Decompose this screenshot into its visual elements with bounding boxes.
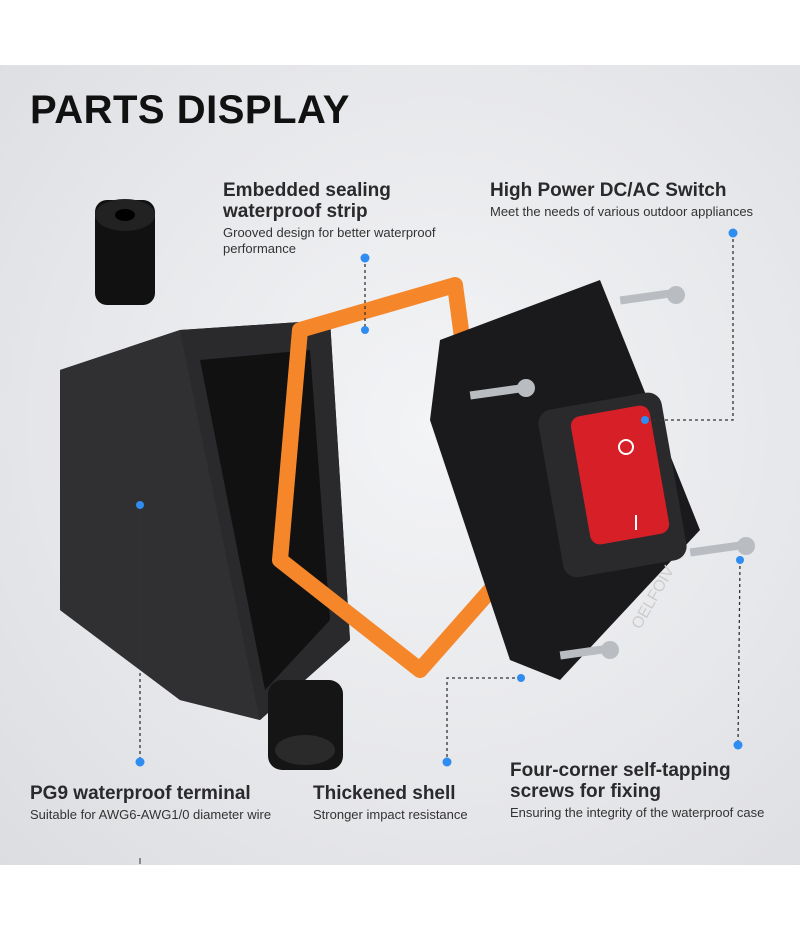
callout-thickened-shell: Thickened shell Stronger impact resistan…: [313, 783, 503, 823]
callout-screws: Four-corner self-tapping screws for fixi…: [510, 760, 795, 821]
callout-desc: Meet the needs of various outdoor applia…: [490, 204, 754, 219]
callout-desc: Stronger impact resistance: [313, 807, 468, 822]
callout-dots: [135, 228, 744, 767]
callout-pg9-terminal: PG9 waterproof terminal Suitable for AWG…: [30, 783, 310, 823]
callout-switch: High Power DC/AC Switch Meet the needs o…: [490, 180, 790, 220]
callout-heading: Embedded sealing waterproof strip: [223, 180, 391, 222]
callout-heading: PG9 waterproof terminal: [30, 783, 251, 804]
callout-desc: Grooved design for better waterproof per…: [223, 225, 436, 256]
callout-desc: Ensuring the integrity of the waterproof…: [510, 805, 765, 820]
callout-heading: High Power DC/AC Switch: [490, 180, 727, 201]
callout-lines: [139, 233, 741, 762]
callout-heading: Thickened shell: [313, 783, 456, 804]
screws: [469, 286, 755, 660]
sealing-gasket: [272, 277, 503, 678]
callout-sealing-strip: Embedded sealing waterproof strip Groove…: [223, 180, 483, 257]
enclosure-box: [60, 199, 350, 770]
callout-heading: Four-corner self-tapping screws for fixi…: [510, 760, 731, 802]
rocker-switch: [570, 405, 670, 545]
switch-plate: OELFOIV: [430, 280, 700, 680]
page-title: PARTS DISPLAY: [30, 88, 350, 132]
callout-desc: Suitable for AWG6-AWG1/0 diameter wire: [30, 807, 272, 822]
